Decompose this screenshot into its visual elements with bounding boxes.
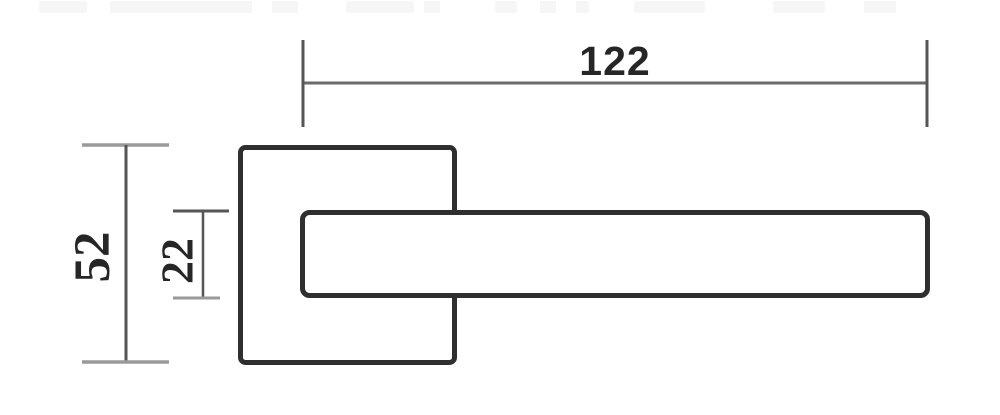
dimension-label-52: 52 xyxy=(65,232,121,283)
top-edge-artifact xyxy=(346,1,414,13)
dimension-label-122: 122 xyxy=(579,38,650,84)
dimension-handle-length: 122 xyxy=(301,38,929,127)
dimension-rosette-height: 52 xyxy=(65,143,169,364)
top-edge-artifact xyxy=(39,1,87,13)
top-edge-artifact xyxy=(576,1,589,13)
lever-outline xyxy=(300,210,930,298)
top-edge-artifact xyxy=(110,1,252,13)
top-edge-artifact xyxy=(540,1,556,13)
top-edge-artifact xyxy=(424,1,440,13)
top-edge-artifact xyxy=(634,1,705,13)
top-edge-artifact xyxy=(864,1,896,13)
dimension-lever-profile: 22 xyxy=(152,209,229,300)
dimension-label-22: 22 xyxy=(152,238,203,284)
top-edge-artifact xyxy=(773,1,825,13)
top-edge-artifact xyxy=(495,1,517,13)
top-edge-artifact xyxy=(272,1,298,13)
